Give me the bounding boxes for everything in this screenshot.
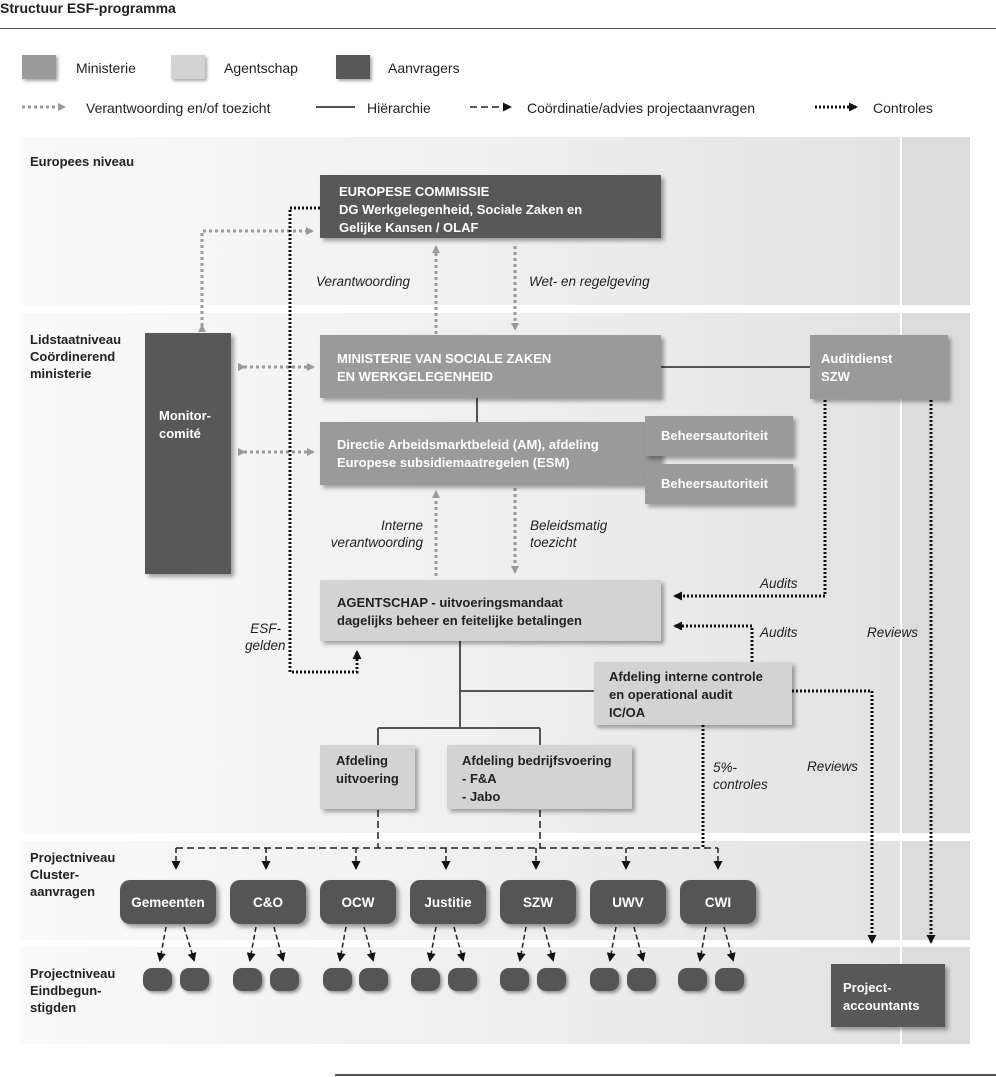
cluster-szw: SZW — [500, 880, 576, 924]
cluster-label: OCW — [341, 894, 375, 910]
legend-swatch-agentschap — [171, 55, 205, 79]
box-directie-am: Directie Arbeidsmarktbeleid (AM), afdeli… — [320, 422, 661, 485]
cluster-label: SZW — [523, 894, 553, 910]
box-ministerie-szw: MINISTERIE VAN SOCIALE ZAKEN EN WERKGELE… — [320, 335, 661, 398]
cluster-label: Gemeenten — [131, 894, 205, 910]
label-5pct-controles: 5%- controles — [713, 760, 768, 792]
beneficiary-node — [448, 968, 477, 991]
box-europese-commissie: EUROPESE COMMISSIE DG Werkgelegenheid, S… — [320, 175, 661, 238]
label-reviews-2: Reviews — [807, 759, 859, 774]
cluster-ocw: OCW — [320, 880, 396, 924]
ctrl-audits-icoa — [673, 621, 754, 662]
beneficiary-node — [143, 968, 172, 991]
box-afdeling-bedrijfsvoering: Afdeling bedrijfsvoering - F&A - Jabo — [447, 745, 632, 809]
box-beheersautoriteit-2: Beheersautoriteit — [645, 464, 793, 504]
cluster-c-en-o: C&O — [230, 880, 306, 924]
beneficiary-node — [627, 968, 656, 991]
legend-label-controles: Controles — [873, 100, 933, 116]
label-verantwoording: Verantwoording — [316, 274, 411, 289]
beneficiary-node — [233, 968, 262, 991]
top-rule — [0, 28, 996, 29]
beneficiary-node — [678, 968, 707, 991]
legend-label-verantwoording: Verantwoording en/of toezicht — [86, 100, 271, 116]
beneficiary-node — [411, 968, 440, 991]
label-esf-gelden: ESF- gelden — [245, 621, 286, 653]
label-audits-1: Audits — [760, 576, 798, 591]
cluster-label: CWI — [704, 894, 732, 910]
legend-swatch-ministerie — [22, 55, 56, 79]
box-agentschap: AGENTSCHAP - uitvoeringsmandaat dagelijk… — [320, 580, 661, 641]
label-interne-verantwoording: Interne verantwoording — [330, 518, 423, 550]
beneficiary-node — [270, 968, 299, 991]
cluster-label: C&O — [253, 894, 283, 910]
legend-label-hierarchie: Hiërarchie — [367, 100, 431, 116]
box-icoa: Afdeling interne controle en operational… — [594, 662, 792, 725]
box-beheersautoriteit-1: Beheersautoriteit — [645, 416, 793, 456]
label-audits-2: Audits — [760, 625, 798, 640]
beneficiary-node — [590, 968, 619, 991]
arrow-monitor-ec — [198, 227, 314, 332]
level-strip-lidstaat — [902, 313, 970, 833]
ctrl-esf-gelden — [288, 206, 362, 674]
ctrl-audits-auditdienst — [673, 400, 827, 601]
label-beleidsmatig-toezicht: Beleidsmatig toezicht — [530, 518, 608, 550]
level-strip-cluster — [902, 841, 970, 940]
cluster-label: UWV — [612, 894, 644, 910]
legend-label-aanvragers: Aanvragers — [388, 60, 460, 76]
dash-cluster-drops — [171, 848, 723, 870]
box-project-accountants: Project- accountants — [831, 964, 945, 1027]
beneficiary-node — [537, 968, 566, 991]
dash-eind-arrows — [156, 926, 736, 962]
beneficiary-node — [359, 968, 388, 991]
legend-label-ministerie: Ministerie — [76, 60, 136, 76]
box-monitorcomite: Monitor- comité — [145, 333, 231, 574]
level-label-eind: Projectniveau Eindbegun- stigden — [30, 966, 116, 1015]
cluster-gemeenten: Gemeenten — [120, 880, 216, 924]
level-strip-europees — [902, 137, 970, 305]
cluster-uwv: UWV — [590, 880, 666, 924]
beneficiary-node — [500, 968, 529, 991]
box-auditdienst-szw: Auditdienst SZW — [810, 335, 948, 399]
label-reviews-1: Reviews — [867, 625, 919, 640]
legend-label-coordinatie: Coördinatie/advies projectaanvragen — [527, 100, 756, 116]
level-label-europees: Europees niveau — [30, 154, 135, 169]
cluster-label: Justitie — [424, 894, 472, 910]
level-label-lidstaat: Lidstaatniveau Coördinerend ministerie — [30, 332, 122, 381]
label-wet-regelgeving: Wet- en regelgeving — [529, 274, 650, 289]
bottom-rule — [335, 1074, 996, 1076]
level-band-eind — [20, 947, 900, 1044]
beneficiary-node — [180, 968, 209, 991]
legend-swatch-aanvragers — [336, 55, 370, 79]
ctrl-reviews-icoa — [792, 689, 877, 944]
box-afdeling-uitvoering: Afdeling uitvoering — [320, 745, 415, 809]
level-label-cluster: Projectniveau Cluster- aanvragen — [30, 850, 116, 899]
legend-label-agentschap: Agentschap — [224, 60, 298, 76]
diagram-title: Structuur ESF-programma — [0, 0, 176, 16]
beneficiary-node — [715, 968, 744, 991]
cluster-cwi: CWI — [680, 880, 756, 924]
beneficiary-node — [323, 968, 352, 991]
cluster-justitie: Justitie — [410, 880, 486, 924]
